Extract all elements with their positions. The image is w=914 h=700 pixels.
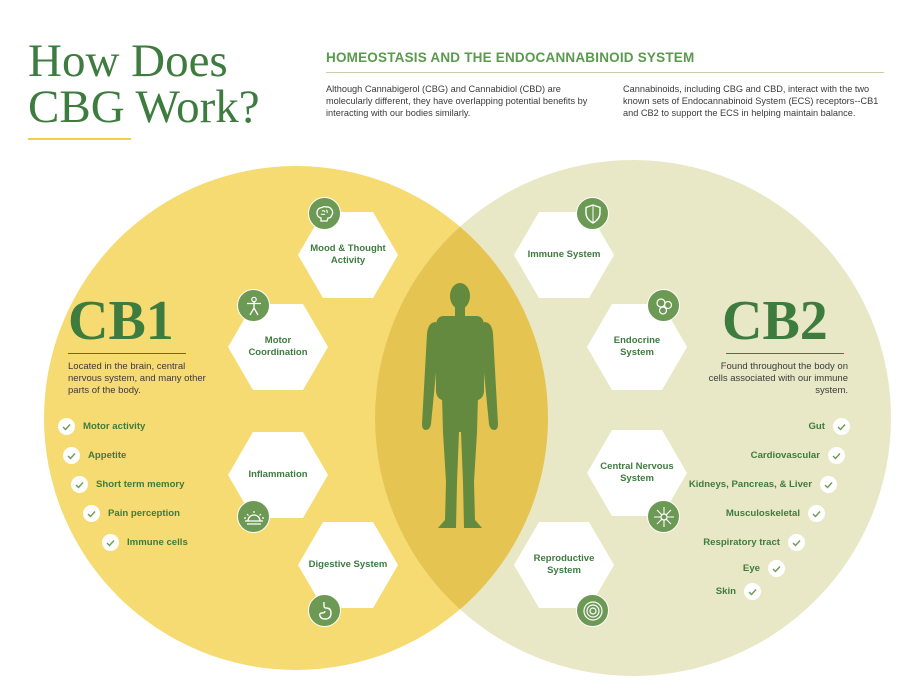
cb1-list-item: Appetite xyxy=(63,447,126,464)
title-underline xyxy=(28,138,131,140)
hex-label: Endocrine System xyxy=(613,335,661,358)
hex-label: Reproductive System xyxy=(533,553,595,576)
section-heading: HOMEOSTASIS AND THE ENDOCANNABINOID SYST… xyxy=(326,50,695,65)
cb1-list-label: Short term memory xyxy=(96,479,185,490)
checkmark-icon xyxy=(833,418,850,435)
cb2-list-label: Skin xyxy=(715,586,736,597)
stomach-icon xyxy=(308,594,341,627)
neuron-icon xyxy=(647,500,680,533)
cb1-list-label: Appetite xyxy=(88,450,127,461)
cb2-description: Found throughout the body on cells assoc… xyxy=(708,361,848,396)
cb1-list-item: Short term memory xyxy=(71,476,185,493)
checkmark-icon xyxy=(788,534,805,551)
hex-label: Inflammation xyxy=(248,469,308,480)
cb2-list-item: Cardiovascular xyxy=(751,447,845,464)
intro-paragraph-right: Cannabinoids, including CBG and CBD, int… xyxy=(623,84,879,118)
cb1-list-label: Motor activity xyxy=(83,421,146,432)
checkmark-icon xyxy=(71,476,88,493)
page-title: How Does CBG Work? xyxy=(28,35,260,133)
checkmark-icon xyxy=(63,447,80,464)
title-line-1: How Does xyxy=(28,35,228,87)
cb2-list-item: Respiratory tract xyxy=(703,534,805,551)
cells-icon xyxy=(647,289,680,322)
cb1-title: CB1 xyxy=(68,290,174,352)
checkmark-icon xyxy=(58,418,75,435)
cb1-list-label: Immune cells xyxy=(127,537,188,548)
hex-label: Digestive System xyxy=(308,559,388,570)
checkmark-icon xyxy=(102,534,119,551)
cb2-title: CB2 xyxy=(722,290,828,352)
cb2-list-item: Skin xyxy=(716,583,761,600)
cb2-list-label: Respiratory tract xyxy=(703,537,780,548)
cb2-divider xyxy=(726,353,844,354)
checkmark-icon xyxy=(828,447,845,464)
cb1-list-item: Motor activity xyxy=(58,418,145,435)
target-circle-icon xyxy=(576,594,609,627)
sunrise-icon xyxy=(237,500,270,533)
checkmark-icon xyxy=(820,476,837,493)
cb2-list-label: Eye xyxy=(742,563,760,574)
checkmark-icon xyxy=(744,583,761,600)
shield-icon xyxy=(576,197,609,230)
cb2-list-item: Musculoskeletal xyxy=(726,505,825,522)
checkmark-icon xyxy=(808,505,825,522)
cb2-list-label: Gut xyxy=(808,421,825,432)
hex-label: Mood & Thought Activity xyxy=(310,243,386,266)
cb2-list-item: Gut xyxy=(808,418,850,435)
brain-icon xyxy=(308,197,341,230)
cb1-list-item: Pain perception xyxy=(83,505,180,522)
human-body-icon xyxy=(422,283,498,528)
cb2-list-label: Musculoskeletal xyxy=(725,508,800,519)
overlap-region xyxy=(375,166,548,670)
cb1-description: Located in the brain, central nervous sy… xyxy=(68,361,206,396)
cb2-list-item: Kidneys, Pancreas, & Liver xyxy=(689,476,837,493)
cb1-divider xyxy=(68,353,186,354)
heading-divider xyxy=(326,72,884,73)
checkmark-icon xyxy=(768,560,785,577)
cb1-list-item: Immune cells xyxy=(102,534,188,551)
human-figure-icon xyxy=(237,289,270,322)
intro-paragraph-left: Although Cannabigerol (CBG) and Cannabid… xyxy=(326,84,588,118)
hex-label: Motor Coordination xyxy=(248,335,308,358)
hex-label: Central Nervous System xyxy=(600,461,674,484)
checkmark-icon xyxy=(83,505,100,522)
cb2-list-item: Eye xyxy=(743,560,785,577)
cb2-list-label: Kidneys, Pancreas, & Liver xyxy=(688,479,812,490)
cb1-list-label: Pain perception xyxy=(108,508,180,519)
title-line-2: CBG Work? xyxy=(28,81,260,133)
hex-reproductive-system: Reproductive System xyxy=(514,522,614,608)
cb2-list-label: Cardiovascular xyxy=(750,450,820,461)
hex-label: Immune System xyxy=(527,249,601,260)
